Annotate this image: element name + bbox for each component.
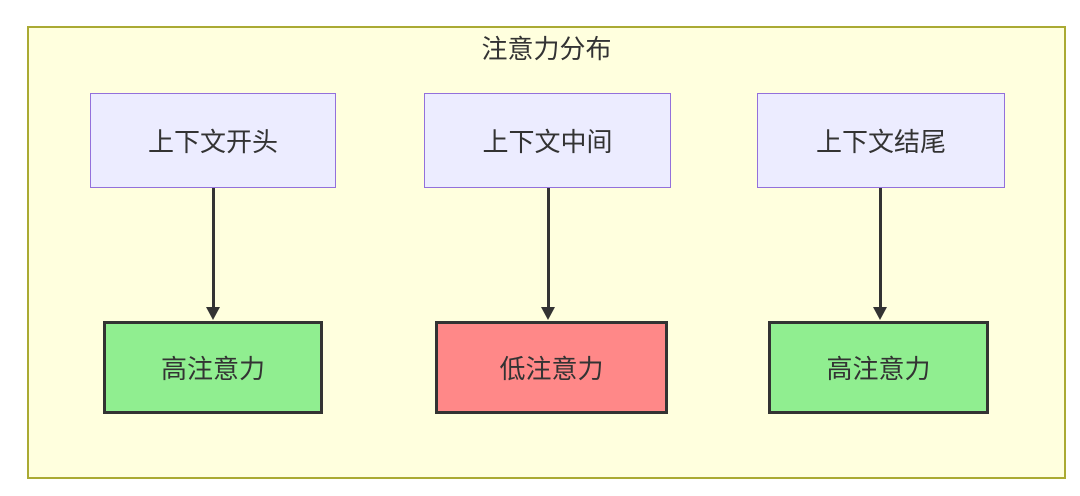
node-high-attention-right: 高注意力 bbox=[768, 321, 989, 414]
node-context-end: 上下文结尾 bbox=[757, 93, 1005, 188]
arrow-beginning-to-high-shaft bbox=[212, 188, 215, 308]
node-label: 上下文中间 bbox=[482, 127, 613, 157]
arrow-beginning-to-high-head bbox=[206, 307, 220, 320]
node-context-beginning: 上下文开头 bbox=[90, 93, 336, 188]
node-label: 高注意力 bbox=[160, 354, 265, 384]
node-low-attention: 低注意力 bbox=[435, 321, 668, 414]
arrow-end-to-high-head bbox=[873, 307, 887, 320]
node-context-middle: 上下文中间 bbox=[424, 93, 671, 188]
node-label: 高注意力 bbox=[826, 354, 931, 384]
arrow-middle-to-low-head bbox=[541, 307, 555, 320]
arrow-middle-to-low-shaft bbox=[547, 188, 550, 308]
node-label: 上下文开头 bbox=[147, 127, 278, 157]
node-label: 上下文结尾 bbox=[815, 127, 946, 157]
node-label: 低注意力 bbox=[499, 354, 604, 384]
arrow-end-to-high-shaft bbox=[879, 188, 882, 308]
node-high-attention-left: 高注意力 bbox=[103, 321, 323, 414]
diagram-title: 注意力分布 bbox=[481, 34, 612, 64]
